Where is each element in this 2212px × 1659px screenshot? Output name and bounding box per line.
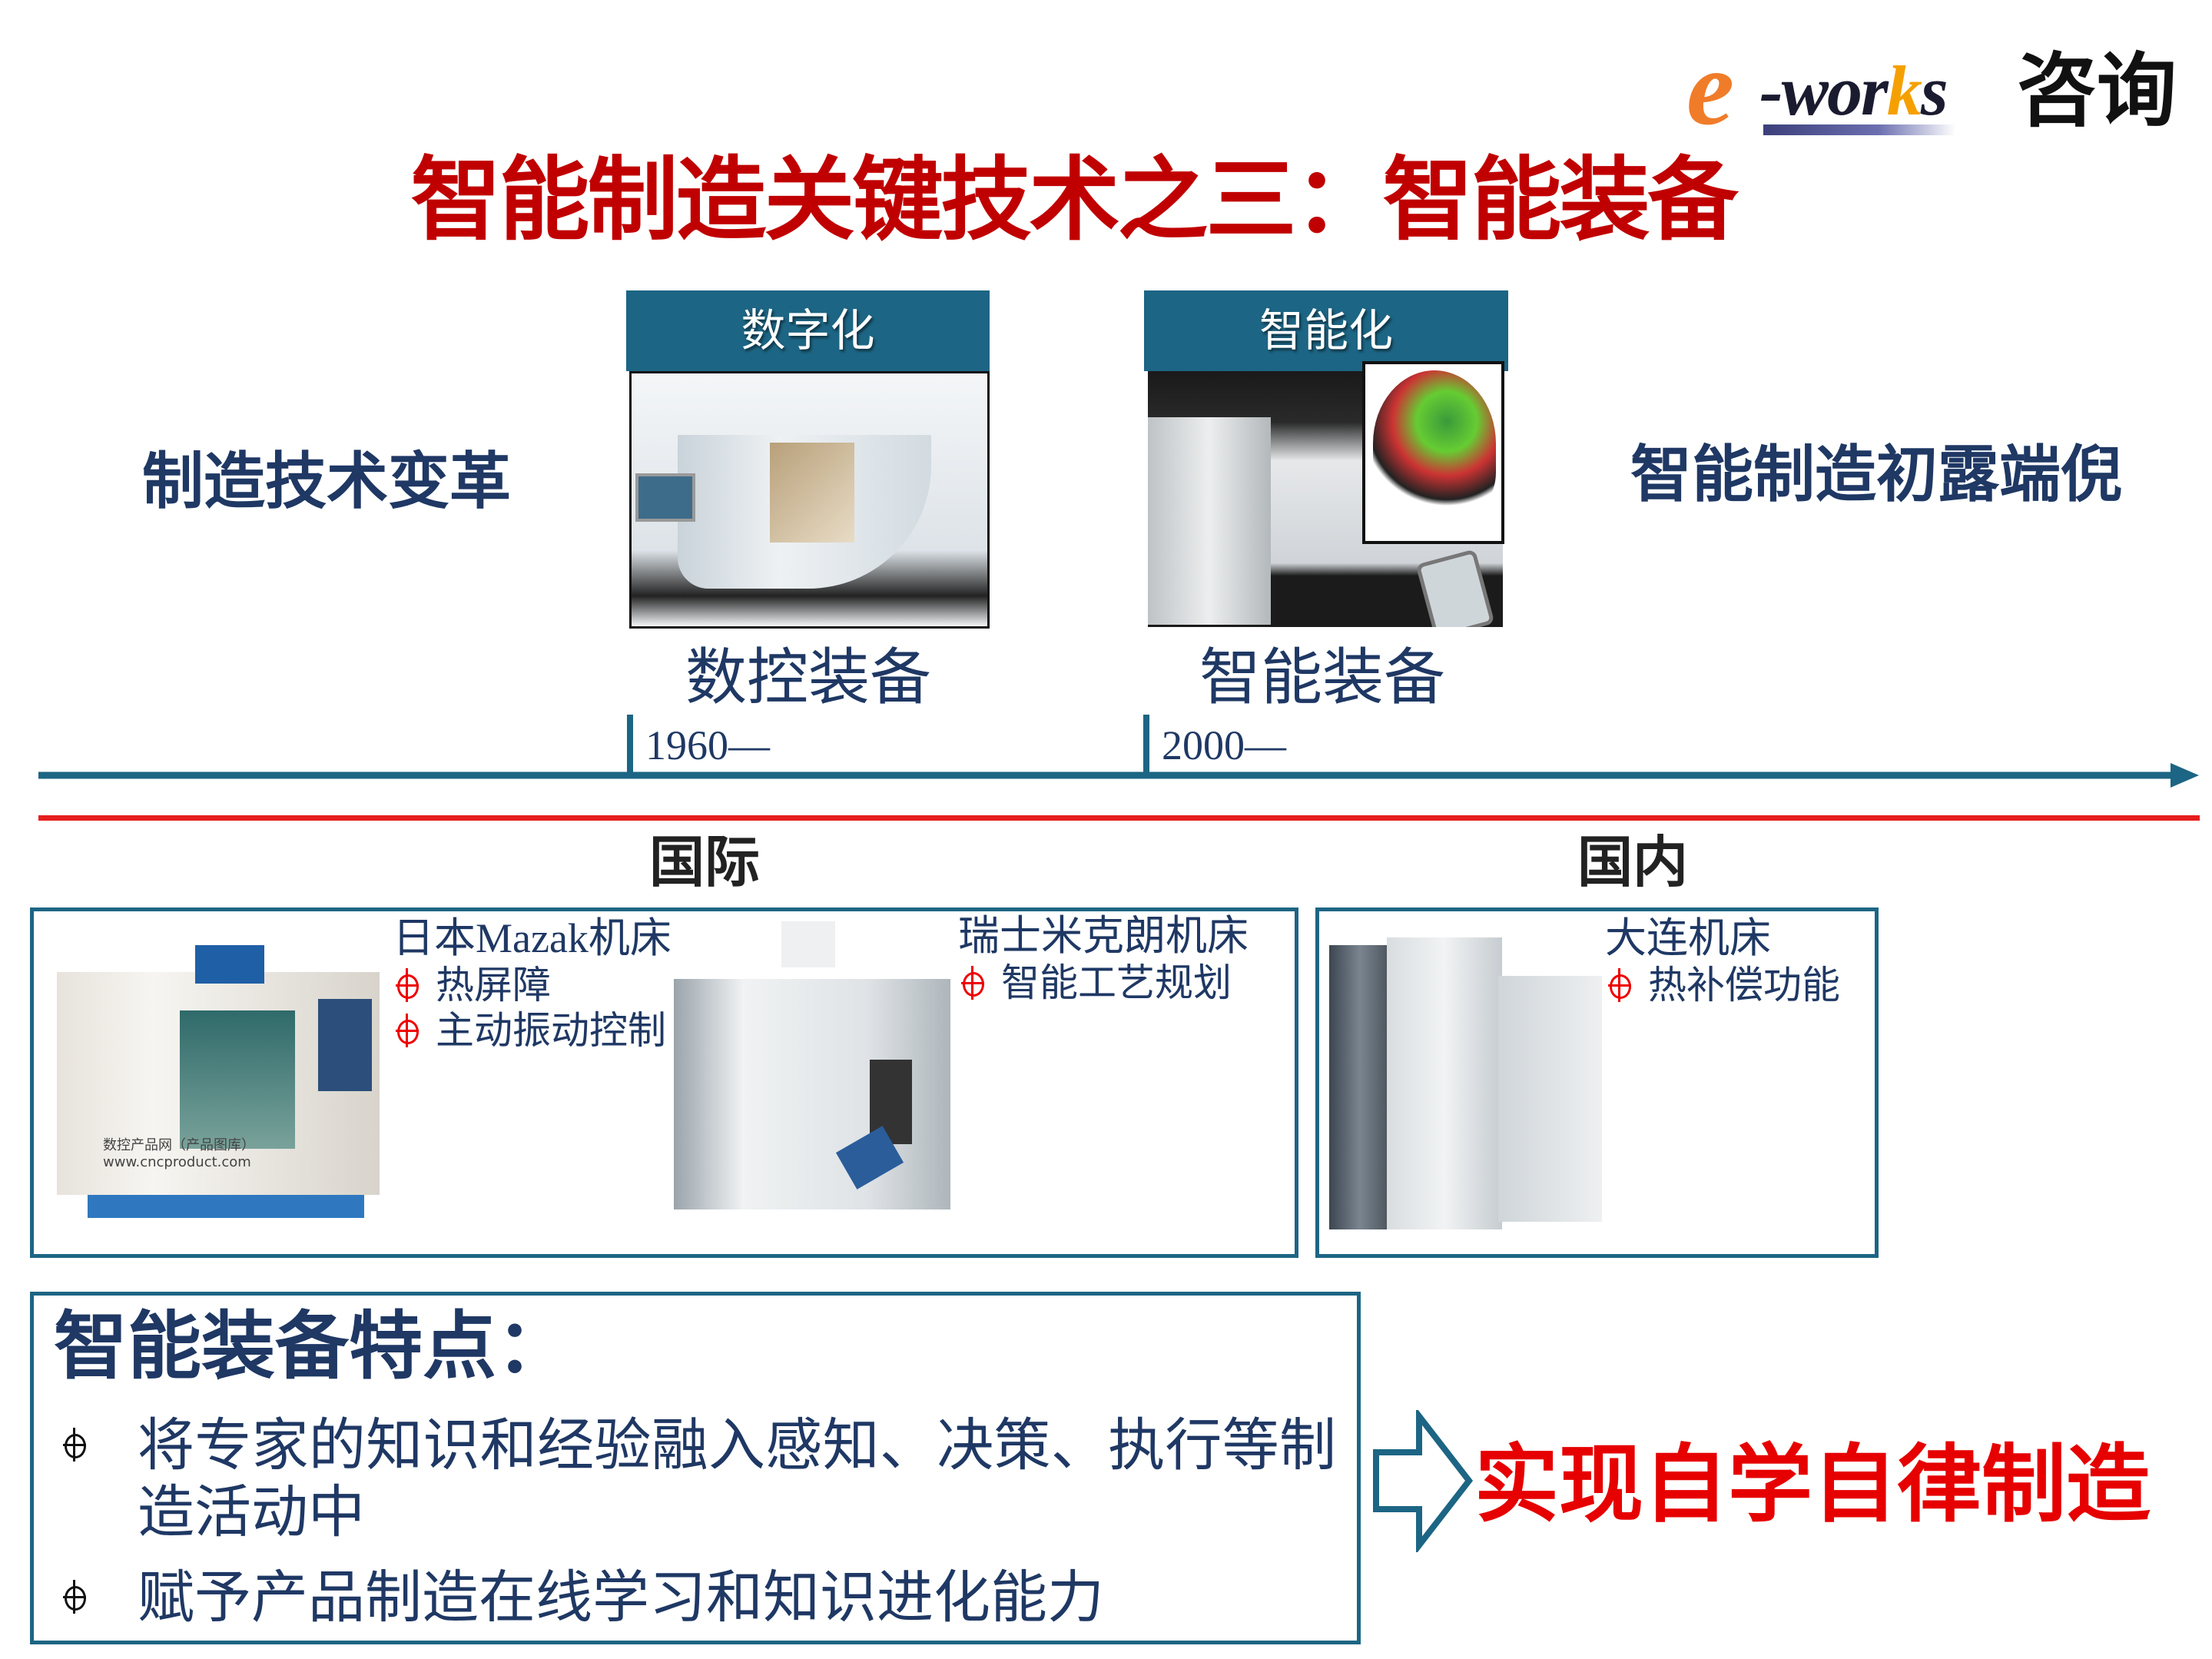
right-label: 智能制造初露端倪: [1630, 439, 2122, 510]
stage-label-cnc: 数控装备: [685, 642, 931, 713]
red-divider: [38, 815, 2200, 821]
machine-name-dalian: 大连机床: [1605, 914, 1771, 962]
machine-name-mikron: 瑞士米克朗机床: [958, 911, 1249, 960]
year-2000: 2000—: [1162, 722, 1286, 768]
year-1960: 1960—: [645, 722, 770, 768]
feature-item: 热补偿功能: [1608, 962, 1840, 1008]
machine-name-mazak: 日本Mazak机床: [393, 914, 672, 962]
logo-works: -works: [1759, 51, 1948, 130]
stage-label-intelligent: 智能装备: [1199, 642, 1445, 713]
timeline-tick-2000: [1143, 715, 1149, 773]
mazak-image-caption: 数控产品网（产品图库） www.cncproduct.com: [103, 1137, 255, 1170]
crosshair-bullet-icon: [396, 968, 419, 1002]
stage-header-intelligent: 智能化: [1144, 290, 1508, 371]
dalian-machine-image: [1325, 930, 1602, 1233]
logo-underline: [1763, 124, 1955, 135]
bullet-icon: [63, 1580, 103, 1617]
bullet-icon: [63, 1428, 103, 1465]
timeline-arrow: [38, 763, 2199, 788]
brain-circuit-inset-image: [1362, 361, 1504, 544]
feature-item: 热屏障: [396, 962, 551, 1008]
result-statement: 实现自学自律制造: [1474, 1435, 2151, 1534]
mazak-machine-image: 数控产品网（产品图库） www.cncproduct.com: [57, 937, 383, 1220]
characteristic-item: 将专家的知识和经验融入感知、决策、执行等制造活动中: [138, 1412, 1336, 1545]
crosshair-bullet-icon: [396, 1014, 419, 1047]
eworks-logo: e -works 咨询: [1686, 28, 2178, 148]
logo-cn: 咨询: [2017, 44, 2177, 138]
logo-e: e: [1686, 28, 1735, 148]
left-label: 制造技术变革: [142, 446, 511, 517]
timeline-tick-1960: [627, 715, 633, 773]
mikron-machine-image: [666, 921, 957, 1240]
page-title: 智能制造关键技术之三：智能装备: [410, 147, 1738, 253]
stage-header-digital: 数字化: [626, 290, 990, 371]
characteristics-box: [30, 1292, 1361, 1644]
characteristic-item: 赋予产品制造在线学习和知识进化能力: [138, 1564, 1104, 1631]
right-arrow-icon: [1373, 1410, 1474, 1552]
feature-item: 主动振动控制: [396, 1007, 666, 1053]
cnc-machine-image: [629, 371, 990, 629]
region-international: 国际: [648, 830, 760, 894]
feature-item: 智能工艺规划: [961, 960, 1232, 1006]
characteristics-heading: 智能装备特点：: [54, 1303, 570, 1389]
crosshair-bullet-icon: [1608, 968, 1631, 1002]
region-domestic: 国内: [1577, 830, 1688, 894]
crosshair-bullet-icon: [961, 966, 984, 1000]
